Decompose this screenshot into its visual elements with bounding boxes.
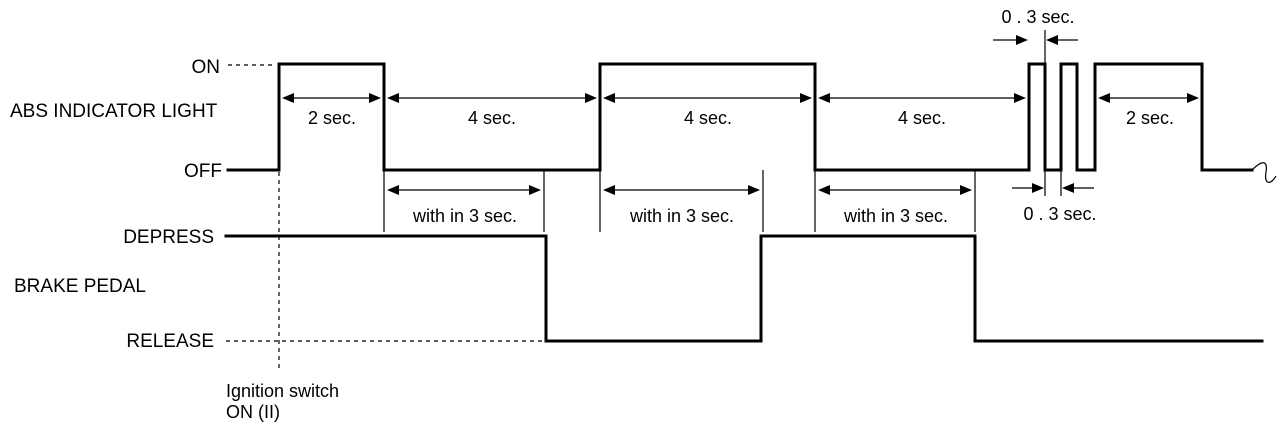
brake-release-label: RELEASE (126, 331, 214, 352)
dim-second-on (603, 93, 812, 103)
ignition-event-line2: ON (II) (226, 402, 280, 422)
dim-window-2 (603, 185, 760, 195)
label-first-on: 2 sec. (308, 108, 356, 128)
label-window-1: with in 3 sec. (412, 206, 517, 226)
label-blink-off: 0 . 3 sec. (1023, 204, 1096, 224)
dim-window-3 (818, 185, 972, 195)
label-second-off: 4 sec. (898, 108, 946, 128)
abs-light-waveform (226, 62, 1254, 172)
dim-first-on (282, 93, 381, 103)
dim-blink-on (993, 30, 1078, 64)
label-first-off: 4 sec. (468, 108, 516, 128)
dim-first-off (387, 93, 597, 103)
abs-on-label: ON (192, 57, 221, 78)
dim-window-1 (387, 185, 541, 195)
brake-pedal-waveform (224, 234, 1264, 343)
label-window-2: with in 3 sec. (629, 206, 734, 226)
label-window-3: with in 3 sec. (843, 206, 948, 226)
dim-final-on (1098, 93, 1199, 103)
label-blink-on: 0 . 3 sec. (1001, 7, 1074, 27)
abs-signal-name: ABS INDICATOR LIGHT (10, 101, 218, 122)
label-second-on: 4 sec. (684, 108, 732, 128)
ignition-event-line1: Ignition switch (226, 381, 339, 401)
label-final-on: 2 sec. (1126, 108, 1174, 128)
abs-off-label: OFF (184, 161, 222, 182)
brake-depress-label: DEPRESS (123, 227, 214, 248)
dim-second-off (818, 93, 1026, 103)
break-mark (1251, 162, 1277, 183)
dim-blink-off (1012, 170, 1094, 196)
brake-signal-name: BRAKE PEDAL (14, 276, 146, 297)
